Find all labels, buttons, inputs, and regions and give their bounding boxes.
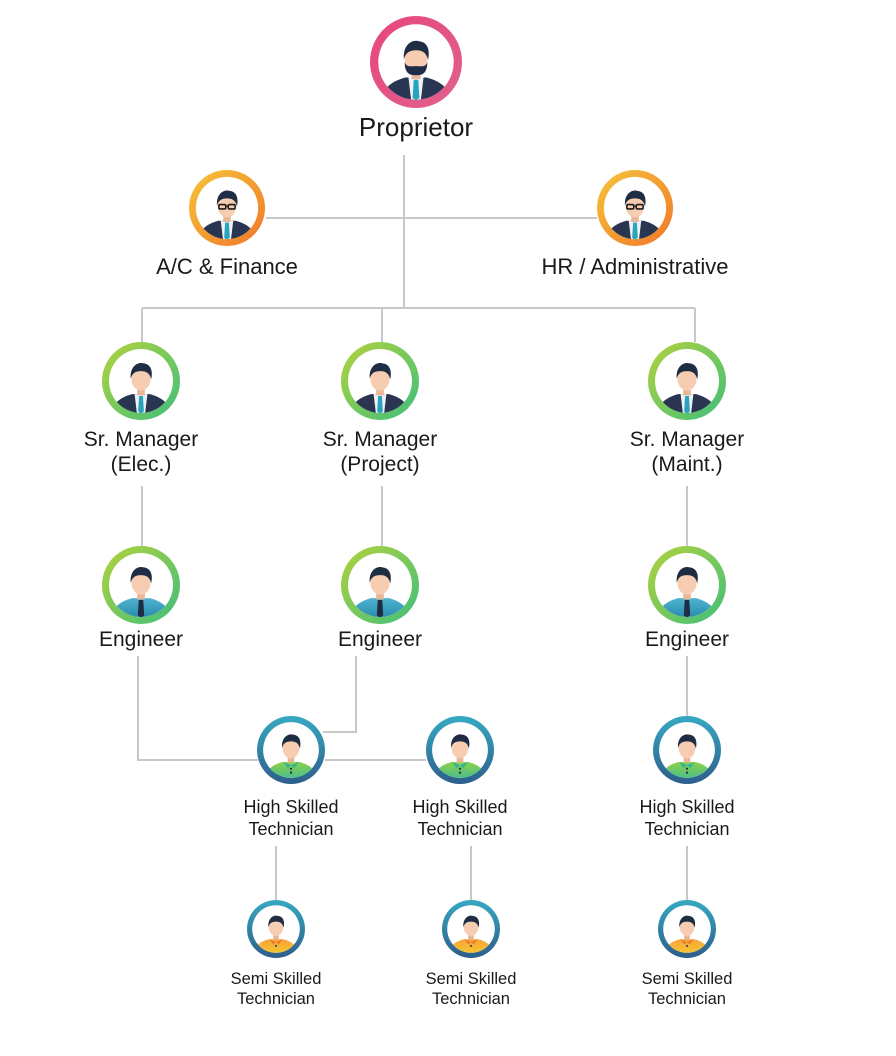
- node-sr-manager-maint: [648, 342, 726, 420]
- node-label-line: Sr. Manager: [322, 428, 438, 451]
- node-semi-skilled-3: [658, 900, 716, 958]
- suit-glasses-man-avatar-icon: [197, 190, 257, 240]
- node-semi-skilled-2: [442, 900, 500, 958]
- node-label-line: (Maint.): [651, 453, 723, 477]
- suit-man-avatar-icon: [110, 363, 172, 413]
- orange-polo-man-avatar-icon: [664, 915, 710, 953]
- node-engineer-project: [341, 546, 419, 624]
- shirt-tie-man-avatar-icon: [656, 567, 718, 617]
- node-label-line: (Elec.): [110, 453, 172, 477]
- node-high-skilled-1: [257, 716, 325, 784]
- node-label-proprietor: Proprietor: [359, 112, 473, 143]
- node-proprietor: [370, 16, 462, 108]
- node-engineer-maint: [648, 546, 726, 624]
- node-label-line: Sr. Manager: [629, 428, 745, 451]
- node-label-line: Semi Skilled: [641, 970, 733, 988]
- node-label-line: High Skilled: [412, 797, 508, 817]
- node-label-line: Engineer: [644, 628, 730, 651]
- node-label-engineer-project: Engineer: [338, 627, 422, 652]
- suit-man-avatar-icon: [656, 363, 718, 413]
- node-label-line: Technician: [644, 818, 730, 839]
- node-label-line: Technician: [237, 989, 315, 1008]
- node-label-sr-manager-maint: Sr. Manager(Maint.): [630, 427, 744, 477]
- green-polo-man-avatar-icon: [660, 734, 714, 778]
- shirt-tie-man-avatar-icon: [349, 567, 411, 617]
- node-label-line: Sr. Manager: [83, 428, 199, 451]
- node-ac-finance: [189, 170, 265, 246]
- node-hr-admin: [597, 170, 673, 246]
- node-label-line: Semi Skilled: [230, 970, 322, 988]
- node-label-hr-admin: HR / Administrative: [541, 254, 728, 280]
- node-label-engineer-elec: Engineer: [99, 627, 183, 652]
- node-label-line: HR / Administrative: [541, 254, 729, 279]
- node-high-skilled-3: [653, 716, 721, 784]
- orange-polo-man-avatar-icon: [448, 915, 494, 953]
- suit-glasses-man-avatar-icon: [605, 190, 665, 240]
- connector-project-engineer-technician: [323, 656, 357, 733]
- node-semi-skilled-1: [247, 900, 305, 958]
- node-label-line: Engineer: [98, 628, 184, 651]
- suit-beard-man-avatar-icon: [380, 40, 452, 100]
- node-engineer-elec: [102, 546, 180, 624]
- suit-man-avatar-icon: [349, 363, 411, 413]
- node-label-sr-manager-project: Sr. Manager(Project): [323, 427, 437, 477]
- node-label-line: A/C & Finance: [156, 254, 298, 279]
- connector-elec-engineer-technician: [137, 656, 258, 761]
- node-label-line: Technician: [248, 818, 334, 839]
- node-label-sr-manager-elec: Sr. Manager(Elec.): [84, 427, 198, 477]
- nodes: [102, 16, 726, 958]
- node-label-line: Engineer: [337, 628, 423, 651]
- node-sr-manager-elec: [102, 342, 180, 420]
- connectors: [137, 155, 696, 900]
- node-label-line: Proprietor: [358, 112, 474, 142]
- shirt-tie-man-avatar-icon: [110, 567, 172, 617]
- node-label-line: Semi Skilled: [425, 970, 517, 988]
- node-label-line: Technician: [432, 989, 510, 1008]
- orange-polo-man-avatar-icon: [253, 915, 299, 953]
- node-high-skilled-2: [426, 716, 494, 784]
- node-sr-manager-project: [341, 342, 419, 420]
- node-label-line: High Skilled: [639, 797, 735, 817]
- node-label-line: High Skilled: [243, 797, 339, 817]
- node-label-line: Technician: [648, 989, 726, 1008]
- node-label-engineer-maint: Engineer: [645, 627, 729, 652]
- node-label-line: Technician: [417, 818, 503, 839]
- node-label-ac-finance: A/C & Finance: [156, 254, 298, 280]
- green-polo-man-avatar-icon: [433, 734, 487, 778]
- node-label-line: (Project): [340, 453, 420, 477]
- green-polo-man-avatar-icon: [264, 734, 318, 778]
